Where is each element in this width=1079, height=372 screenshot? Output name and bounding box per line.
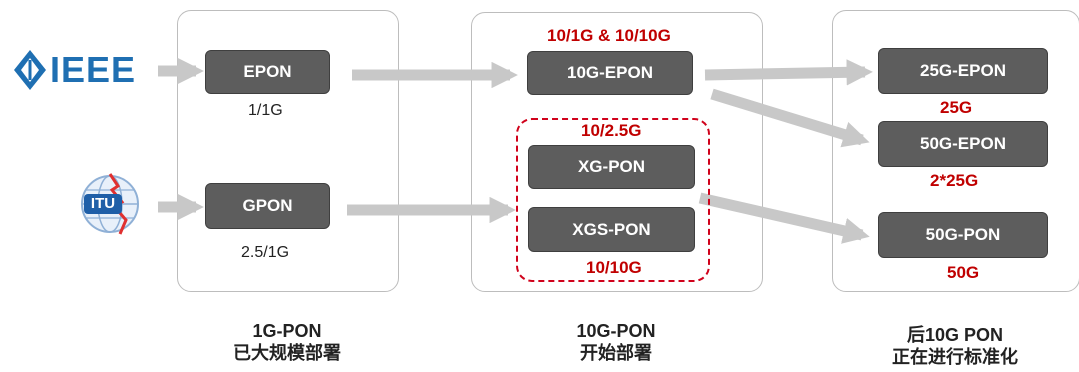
rate-gpon: 2.5/1G: [241, 244, 290, 261]
caption-1g-pon-sub: 已大规模部署: [233, 343, 341, 363]
node-xg-pon: XG-PON: [528, 145, 695, 189]
node-epon: EPON: [205, 50, 330, 94]
node-xgs-pon-label: XGS-PON: [572, 219, 651, 239]
arrow-xg-to-50g-pon: [698, 192, 870, 244]
rate-xg-pon: 10/2.5G: [581, 121, 642, 140]
rate-10g-epon: 10/1G & 10/10G: [547, 26, 671, 45]
caption-10g-pon-title: 10G-PON: [576, 321, 656, 341]
rate-50g-pon: 50G: [947, 263, 980, 282]
arrow-10g-epon-to-50g-epon: [710, 88, 870, 148]
node-50g-epon-label: 50G-EPON: [920, 134, 1006, 153]
node-10g-epon-label: 10G-EPON: [567, 63, 653, 82]
node-10g-epon: 10G-EPON: [527, 51, 693, 95]
node-25g-epon: 25G-EPON: [878, 48, 1048, 94]
rate-xgs-pon: 10/10G: [586, 258, 642, 277]
node-gpon-label: GPON: [242, 196, 293, 215]
caption-post-10g-pon-sub: 正在进行标准化: [892, 347, 1018, 367]
caption-1g-pon-title: 1G-PON: [252, 321, 322, 341]
node-gpon: GPON: [205, 183, 330, 229]
rate-25g-epon: 25G: [940, 98, 973, 117]
caption-10g-pon: 10G-PON 开始部署: [526, 320, 706, 364]
node-xg-pon-label: XG-PON: [577, 157, 646, 176]
node-50g-pon-label: 50G-PON: [925, 225, 1001, 244]
rate-epon: 1/1G: [248, 102, 283, 119]
ieee-diamond-icon: [14, 50, 46, 90]
node-50g-pon: 50G-PON: [878, 212, 1048, 258]
itu-globe-icon: [81, 173, 139, 235]
node-50g-epon: 50G-EPON: [878, 121, 1048, 167]
caption-10g-pon-sub: 开始部署: [580, 343, 652, 363]
rate-50g-epon: 2*25G: [930, 171, 979, 190]
itu-logo: ITU: [74, 168, 146, 240]
caption-1g-pon: 1G-PON 已大规模部署: [197, 320, 377, 364]
ieee-logo: IEEE: [12, 46, 142, 94]
ieee-wordmark: IEEE: [50, 49, 137, 90]
caption-post-10g-pon-title: 后10G PON: [906, 325, 1004, 345]
node-xgs-pon: XGS-PON: [528, 207, 695, 252]
node-epon-label: EPON: [243, 62, 292, 81]
itu-wordmark: ITU: [90, 195, 116, 212]
arrow-10g-epon-to-25g-epon: [704, 59, 873, 86]
caption-post-10g-pon: 后10G PON 正在进行标准化: [865, 324, 1045, 368]
node-25g-epon-label: 25G-EPON: [920, 61, 1006, 80]
itu-10g-group-box: [516, 118, 710, 282]
